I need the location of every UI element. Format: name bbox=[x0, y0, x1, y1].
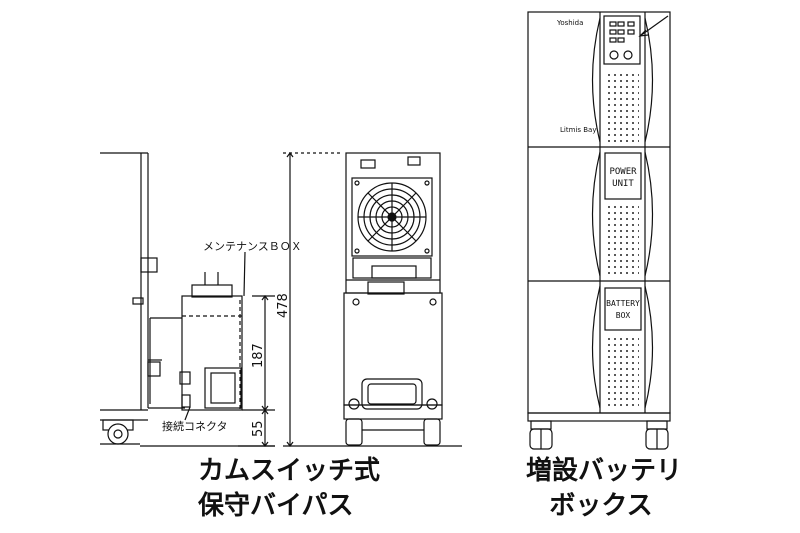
connector-leader bbox=[184, 406, 191, 421]
caster-wheel bbox=[100, 419, 140, 445]
maintenance-box-leader bbox=[243, 251, 246, 297]
ups-side-body bbox=[100, 152, 185, 421]
tower-view bbox=[527, 11, 671, 450]
caption-extension-battery-box: 増設バッテリ ボックス bbox=[526, 454, 683, 524]
battery-box-label-line1: BATTERY bbox=[606, 299, 640, 308]
dimension-478: 478 bbox=[276, 293, 291, 318]
connector-label: 接続コネクタ bbox=[162, 419, 228, 433]
power-unit-label-line2: UNIT bbox=[612, 179, 634, 189]
caption-right-line2: ボックス bbox=[549, 491, 653, 521]
vent-grid-top bbox=[607, 72, 639, 142]
handle-icon bbox=[361, 378, 423, 410]
power-unit-label-line1: POWER bbox=[609, 167, 637, 177]
dimension-187: 187 bbox=[251, 343, 266, 368]
front-view bbox=[283, 152, 462, 447]
caption-cam-switch-bypass: カムスイッチ式 保守バイパス bbox=[198, 454, 380, 524]
power-unit-plate bbox=[604, 152, 642, 200]
caption-left-line2: 保守バイパス bbox=[198, 491, 354, 521]
maintenance-box bbox=[147, 272, 243, 411]
side-view bbox=[100, 152, 275, 447]
tower-caster-right bbox=[645, 420, 669, 450]
vent-grid-bottom bbox=[607, 334, 639, 408]
tower-logo-mid: Litmis Bay bbox=[560, 126, 596, 134]
battery-box-plate bbox=[604, 287, 642, 331]
cooling-fan-icon bbox=[351, 177, 433, 257]
caption-left-line1: カムスイッチ式 bbox=[198, 456, 381, 486]
dimension-55: 55 bbox=[251, 420, 266, 437]
caption-right-line1: 増設バッテリ bbox=[526, 456, 683, 486]
tower-caster-left bbox=[529, 420, 553, 450]
vent-grid-mid bbox=[607, 204, 639, 276]
panel-leader-arrow bbox=[639, 15, 669, 37]
control-panel bbox=[603, 15, 641, 65]
maintenance-box-label: メンテナンスＢＯＸ bbox=[203, 240, 302, 253]
tower-logo-top: Yoshida bbox=[556, 19, 583, 27]
battery-box-label-line2: BOX bbox=[616, 311, 631, 320]
